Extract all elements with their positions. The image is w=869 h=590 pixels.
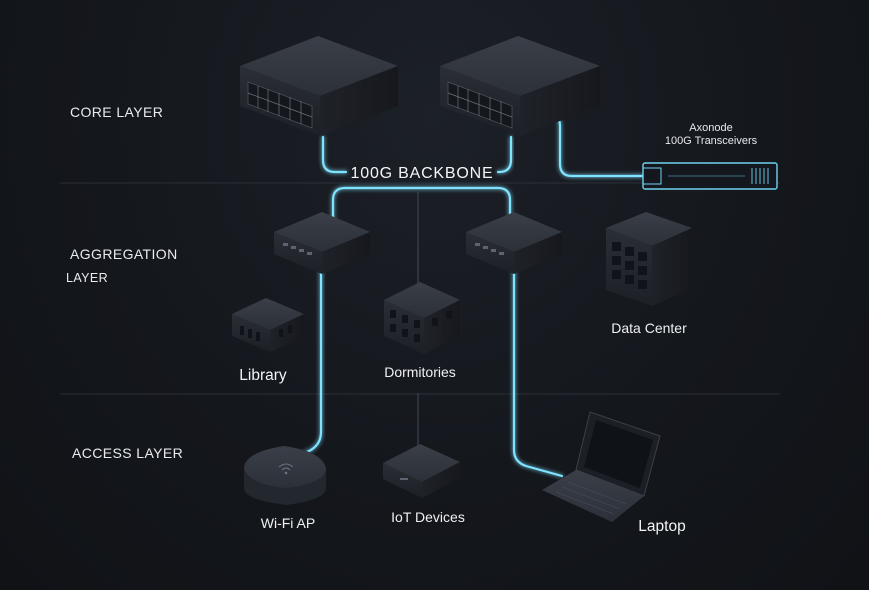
- link-agg-to-wifi: [298, 260, 323, 457]
- iot-device-icon: [383, 444, 460, 498]
- laptop-label: Laptop: [638, 518, 685, 535]
- data-center-label: Data Center: [611, 320, 687, 336]
- dormitories-building-icon: [384, 282, 460, 354]
- dormitories-label: Dormitories: [384, 364, 456, 380]
- core-switch-right: [440, 36, 600, 136]
- transceiver-label-line2: 100G Transceivers: [665, 135, 758, 147]
- library-building-icon: [232, 298, 304, 352]
- link-agg-to-laptop: [512, 268, 564, 478]
- wifi-ap-label: Wi-Fi AP: [261, 515, 315, 531]
- link-core-right-backbone: [496, 135, 513, 174]
- aggregation-switch-right: [466, 212, 562, 274]
- core-switch-left: [240, 36, 398, 136]
- access-layer-label: ACCESS LAYER: [72, 445, 183, 461]
- core-layer-label: CORE LAYER: [70, 104, 163, 120]
- aggregation-layer-label-line1: AGGREGATION: [70, 246, 178, 262]
- transceiver-module-icon: [642, 162, 778, 190]
- aggregation-switch-left: [274, 212, 370, 274]
- backbone-label: 100G BACKBONE: [351, 165, 494, 182]
- wifi-ap-icon: [244, 446, 326, 505]
- aggregation-layer-label-line2: LAYER: [66, 271, 108, 285]
- iot-devices-label: IoT Devices: [391, 509, 465, 525]
- link-backbone-distribution: [331, 186, 512, 232]
- transceiver-label-line1: Axonode: [689, 122, 732, 134]
- laptop-icon: [542, 411, 661, 522]
- link-core-left-backbone: [321, 135, 348, 174]
- data-center-building-icon: [606, 212, 692, 306]
- library-label: Library: [239, 367, 287, 384]
